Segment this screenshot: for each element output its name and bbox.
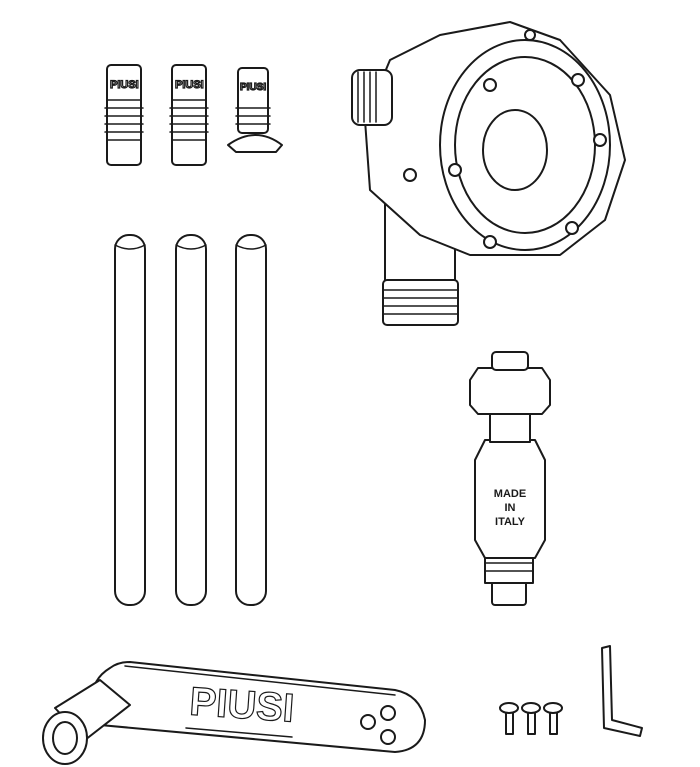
- screw: [543, 702, 563, 735]
- screw: [499, 702, 519, 735]
- screw: [521, 702, 541, 735]
- suction-fitting-foot: PIUSI: [227, 67, 283, 153]
- suction-fitting-2: PIUSI: [169, 64, 209, 166]
- crank-handle: PIUSI: [42, 661, 426, 765]
- suction-tube-3: [235, 234, 267, 606]
- suction-tube-1: [114, 234, 146, 606]
- allen-key: [601, 645, 643, 737]
- pump-body: [351, 21, 626, 326]
- adapter-label-italy: ITALY: [495, 516, 526, 528]
- piusi-logo: PIUSI: [110, 79, 139, 91]
- adapter-label-made: MADE: [494, 488, 526, 500]
- piusi-logo: PIUSI: [240, 82, 266, 93]
- outlet-adapter: MADE IN ITALY: [469, 351, 551, 606]
- piusi-handle-logo: PIUSI: [188, 680, 295, 731]
- suction-fitting-1: PIUSI: [104, 64, 144, 166]
- adapter-label-in: IN: [505, 502, 516, 514]
- suction-tube-2: [175, 234, 207, 606]
- piusi-logo: PIUSI: [175, 79, 204, 91]
- screw-set: [499, 702, 563, 735]
